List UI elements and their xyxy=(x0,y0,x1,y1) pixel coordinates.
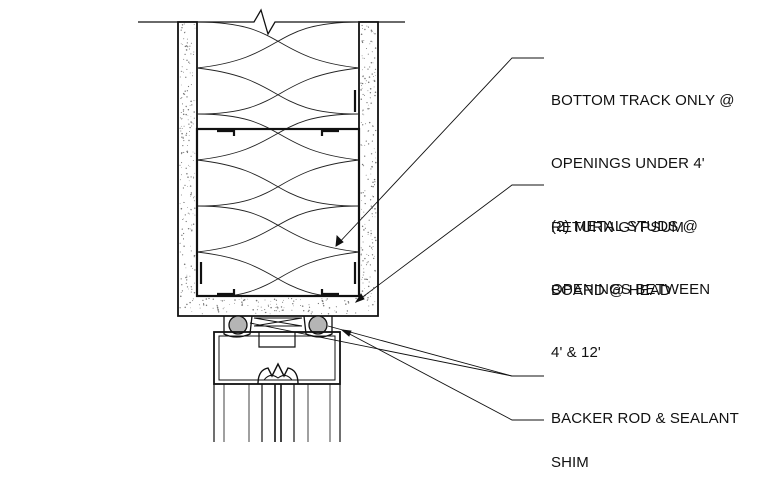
callout-line: SHIM xyxy=(551,454,589,471)
callout-line: BACKER ROD & SEALANT xyxy=(551,410,739,427)
arrowhead xyxy=(340,329,352,337)
callout-line: 4' & 12' xyxy=(551,344,601,361)
batt-insulation xyxy=(197,22,359,296)
glazing-gasket xyxy=(257,362,299,385)
metal-stud-track xyxy=(195,127,361,298)
stud-flange-returns xyxy=(199,90,357,296)
callout-line: OPENINGS UNDER 4' xyxy=(551,155,705,172)
callout-line: RETURN GYPSUM xyxy=(551,219,684,236)
backer-rod xyxy=(228,315,328,335)
gypsum-speckle-hatch xyxy=(179,23,377,315)
callout-track-studs: BOTTOM TRACK ONLY @ OPENINGS UNDER 4' (2… xyxy=(551,48,735,384)
callout-line: BOARD @ HEAD xyxy=(551,282,671,299)
shim xyxy=(253,317,303,327)
callout-return-gypsum: RETURN GYPSUM BOARD @ HEAD xyxy=(551,175,684,322)
head-detail-drawing xyxy=(138,8,544,442)
callout-line: (2) METAL STUDS @ xyxy=(551,218,698,235)
frame-head-profile xyxy=(213,331,341,385)
callout-backer-rod: BACKER ROD & SEALANT xyxy=(551,366,739,450)
leader-lines xyxy=(249,57,544,421)
arrowhead xyxy=(354,293,365,303)
break-line xyxy=(138,8,405,36)
arrowhead xyxy=(335,235,344,247)
glazing-and-frame-legs xyxy=(213,384,341,442)
callout-line: OPENINGS BETWEEN xyxy=(551,281,711,298)
callout-shim: SHIM xyxy=(551,410,589,494)
gypsum-board xyxy=(177,21,379,317)
callout-line: BOTTOM TRACK ONLY @ xyxy=(551,92,735,109)
